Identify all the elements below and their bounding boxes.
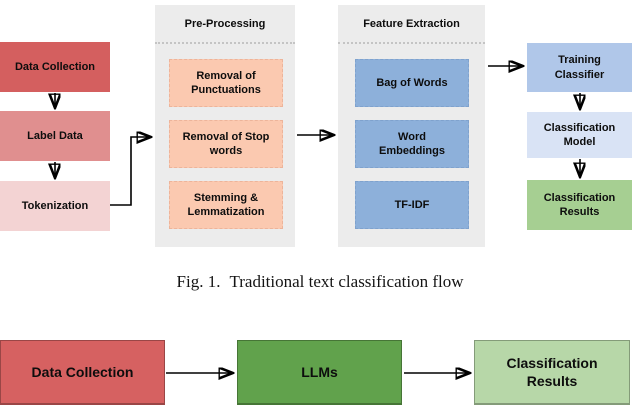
box-llms: LLMs [237, 340, 402, 405]
box-data-collection: Data Collection [0, 42, 110, 92]
preprocessing-separator [155, 42, 295, 44]
figure-caption: Fig. 1. Traditional text classification f… [0, 272, 640, 292]
feature-extraction-title: Feature Extraction [363, 18, 460, 30]
box-bag-of-words: Bag of Words [355, 59, 469, 107]
figure-caption-text: Traditional text classification flow [229, 272, 464, 291]
box-removal-punctuations: Removal of Punctuations [169, 59, 283, 107]
box-tfidf: TF-IDF [355, 181, 469, 229]
box-label-data: Label Data [0, 111, 110, 161]
box-training-classifier: Training Classifier [527, 43, 632, 92]
figure-caption-label: Fig. 1. [176, 272, 221, 291]
box-llm-data-collection: Data Collection [0, 340, 165, 405]
box-classification-model: Classification Model [527, 112, 632, 158]
box-classification-results: Classification Results [527, 180, 632, 230]
box-word-embeddings: Word Embeddings [355, 120, 469, 168]
preprocessing-title: Pre-Processing [184, 18, 266, 30]
feature-extraction-separator [338, 42, 485, 44]
box-removal-stopwords: Removal of Stop words [169, 120, 283, 168]
box-tokenization: Tokenization [0, 181, 110, 231]
arrow-tokenization-to-preprocessing [110, 137, 151, 206]
box-stemming-lemmatization: Stemming & Lemmatization [169, 181, 283, 229]
box-llm-classification-results: Classification Results [474, 340, 630, 405]
